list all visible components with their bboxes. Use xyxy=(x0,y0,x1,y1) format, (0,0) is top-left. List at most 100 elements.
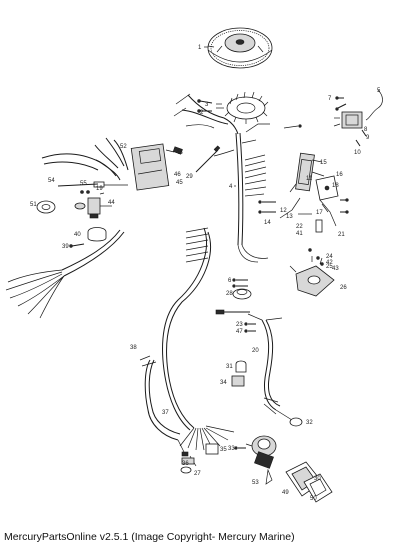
callout-29: 29 xyxy=(186,174,193,180)
callout-48: 48 xyxy=(176,150,183,156)
callout-8: 8 xyxy=(364,127,368,133)
clip-31[interactable] xyxy=(235,360,247,373)
switch-box[interactable] xyxy=(130,143,170,191)
callout-16: 16 xyxy=(336,172,343,178)
screws-12-13[interactable] xyxy=(258,198,349,214)
callout-24: 24 xyxy=(326,254,333,260)
ignition-switch[interactable] xyxy=(245,435,277,469)
key-set[interactable] xyxy=(265,468,273,485)
connector-29-lower[interactable] xyxy=(215,309,250,315)
callout-20: 20 xyxy=(252,348,259,354)
callout-41: 41 xyxy=(296,231,303,237)
bracket-51[interactable] xyxy=(36,200,56,214)
callout-47: 47 xyxy=(236,329,243,335)
exploded-parts-diagram: 1 2 3 4 5 6 7 8 9 10 11 12 13 14 15 16 1… xyxy=(5,27,383,503)
callout-5: 5 xyxy=(377,88,381,94)
callout-6: 6 xyxy=(228,278,232,284)
coil-lead-54[interactable] xyxy=(57,183,99,187)
callout-15: 15 xyxy=(320,160,327,166)
callout-12: 12 xyxy=(280,208,287,214)
callout-55: 55 xyxy=(80,181,87,187)
callout-52: 52 xyxy=(120,144,127,150)
callout-33: 33 xyxy=(228,446,235,452)
callout-51: 51 xyxy=(30,202,37,208)
callout-53: 53 xyxy=(252,480,259,486)
start-solenoid-assembly[interactable] xyxy=(289,152,325,193)
callout-14: 14 xyxy=(264,220,271,226)
callout-7: 7 xyxy=(328,96,332,102)
callout-39: 39 xyxy=(62,244,69,250)
block-34[interactable] xyxy=(231,375,245,387)
callout-31: 31 xyxy=(226,364,233,370)
callout-9: 9 xyxy=(366,135,370,141)
copyright-caption: MercuryPartsOnline v2.5.1 (Image Copyrig… xyxy=(4,531,295,543)
nuts-23-24-25[interactable] xyxy=(308,248,324,266)
nut-44[interactable] xyxy=(74,202,86,210)
callout-19: 19 xyxy=(96,186,103,192)
callout-36: 36 xyxy=(182,461,189,467)
callout-labels: 1 2 3 4 5 6 7 8 9 10 11 12 13 14 15 16 1… xyxy=(30,45,381,502)
boot-28[interactable] xyxy=(232,288,252,300)
engine-wire-harness[interactable] xyxy=(173,93,270,263)
callout-18: 18 xyxy=(332,183,339,189)
plug-35[interactable] xyxy=(205,443,219,455)
coil-connector[interactable] xyxy=(165,146,183,155)
nut-6-7[interactable] xyxy=(232,278,248,288)
clamp-40[interactable] xyxy=(87,227,107,242)
lead-wire-5[interactable] xyxy=(365,89,383,121)
coil-wires[interactable] xyxy=(41,137,129,181)
bracket-16[interactable] xyxy=(315,175,339,201)
connector-29-upper[interactable] xyxy=(195,145,221,173)
callout-49: 49 xyxy=(282,490,289,496)
wires-17[interactable] xyxy=(279,197,337,227)
callout-42: 42 xyxy=(326,260,333,266)
terminal-33[interactable] xyxy=(234,446,246,450)
callout-26: 26 xyxy=(340,285,347,291)
plate-36[interactable] xyxy=(181,457,195,465)
fuse-holder-22[interactable] xyxy=(315,219,323,233)
callout-11: 11 xyxy=(306,176,313,182)
leader-lines xyxy=(99,46,236,195)
spark-plug-wires[interactable] xyxy=(5,229,125,319)
clamp-32[interactable] xyxy=(289,417,303,427)
harness-branch-37[interactable] xyxy=(139,355,197,467)
callout-54: 54 xyxy=(48,178,55,184)
callout-28: 28 xyxy=(226,291,233,297)
callout-4: 4 xyxy=(229,184,233,190)
harness-20[interactable] xyxy=(247,313,293,421)
callout-38: 38 xyxy=(130,345,137,351)
callout-10: 10 xyxy=(354,150,361,156)
callout-37: 37 xyxy=(162,410,169,416)
callout-27: 27 xyxy=(194,471,201,477)
callout-34: 34 xyxy=(220,380,227,386)
grommet-27[interactable] xyxy=(180,466,192,474)
callout-45: 45 xyxy=(176,180,183,186)
callout-50: 50 xyxy=(310,496,317,502)
lower-wire-harness[interactable] xyxy=(162,227,235,451)
callout-21: 21 xyxy=(338,232,345,238)
stator[interactable] xyxy=(224,91,269,124)
screw-39[interactable] xyxy=(69,243,85,248)
terminals-18-19[interactable] xyxy=(80,190,90,194)
wire-harness-ends[interactable] xyxy=(263,397,279,415)
callout-44: 44 xyxy=(108,200,115,206)
callout-30: 30 xyxy=(314,476,321,482)
callout-40: 40 xyxy=(74,232,81,238)
callout-3: 3 xyxy=(205,102,209,108)
rectifier-screws[interactable] xyxy=(335,96,367,147)
callout-22: 22 xyxy=(296,224,303,230)
solenoid-26[interactable] xyxy=(289,256,335,297)
flywheel[interactable] xyxy=(207,27,273,69)
callout-32: 32 xyxy=(306,420,313,426)
ignition-coil-14[interactable] xyxy=(87,197,112,219)
callout-1: 1 xyxy=(198,45,202,51)
mounting-panel[interactable] xyxy=(285,461,333,503)
callout-2: 2 xyxy=(200,110,204,116)
callout-35: 35 xyxy=(220,447,227,453)
rectifier[interactable] xyxy=(333,111,363,129)
callout-17: 17 xyxy=(316,210,323,216)
callout-43: 43 xyxy=(332,266,339,272)
callout-25: 25 xyxy=(326,264,333,270)
callout-46: 46 xyxy=(174,172,181,178)
screws-23-47[interactable] xyxy=(244,322,256,333)
